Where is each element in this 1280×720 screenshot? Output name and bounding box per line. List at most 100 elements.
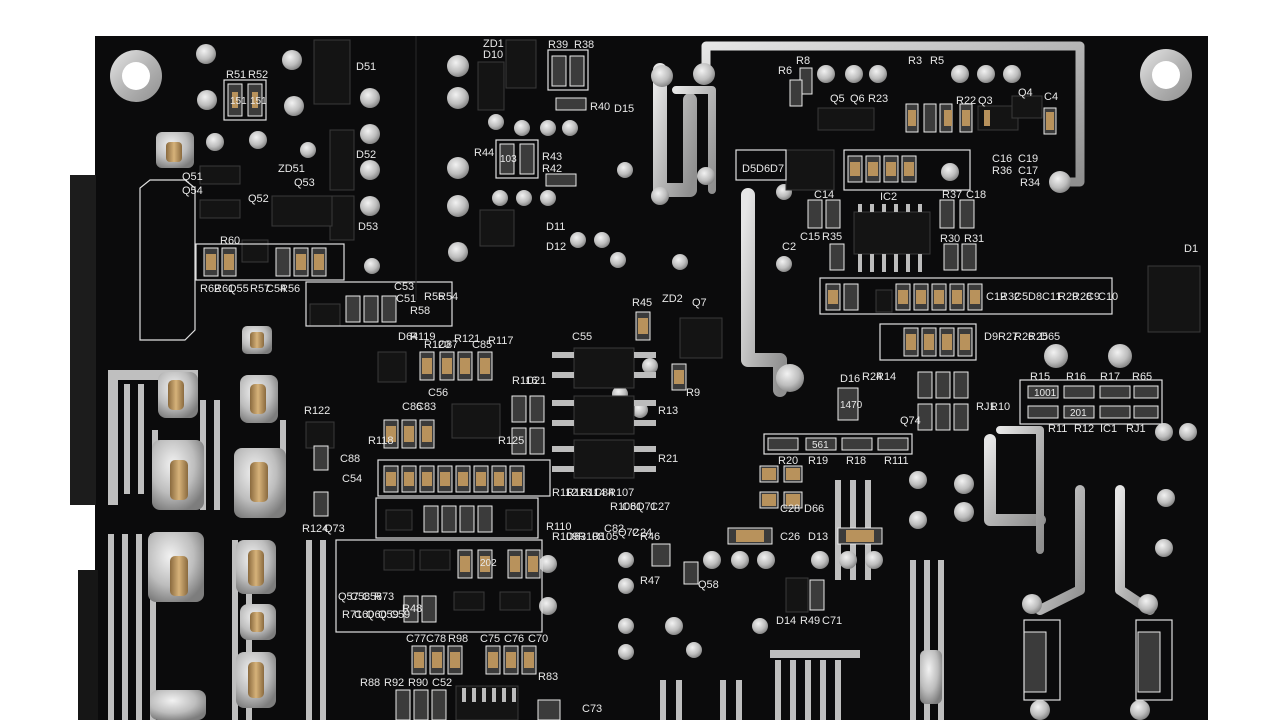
mounting-hole-left — [110, 50, 162, 102]
label-R122: R118 — [368, 435, 393, 447]
label-D9: D9 — [984, 331, 998, 343]
marking-r20: 561 — [812, 440, 829, 451]
label-R112: R113 — [566, 487, 591, 499]
label-R9: D16 — [840, 373, 860, 385]
label-R65: C86 — [402, 401, 422, 413]
label-R35: R35 — [822, 231, 842, 243]
marking-r9: 1470 — [840, 400, 863, 411]
label-C11: C11 — [1042, 291, 1061, 303]
label-R16: R17 — [1100, 371, 1120, 383]
label-D11: D11 — [546, 221, 565, 233]
marking-r52: 151 — [250, 96, 267, 107]
label-C14: C14 — [814, 189, 834, 201]
label-C54-right: R21 — [658, 453, 678, 465]
label-Q51: Q51 — [182, 171, 203, 183]
label-C52: R83 — [538, 671, 558, 683]
label-Q74: R122 — [304, 405, 330, 417]
label-R21: R20 — [778, 455, 798, 467]
label-R19: R18 — [846, 455, 866, 467]
silkscreen-labels: ZD1 D10 R39 R38 R51 R52 D51 R40 D15 R8 R… — [182, 38, 1198, 715]
label-Q54: Q54 — [182, 185, 203, 197]
label-C55: C55 — [572, 331, 592, 343]
label-Q59: C59 — [390, 609, 410, 621]
label-R13b: RJ1 — [1126, 423, 1146, 435]
label-R18: R111 — [884, 455, 909, 467]
label-R6: R6 — [778, 65, 792, 77]
label-D8: D8 — [1028, 291, 1042, 303]
label-R113: R114 — [580, 487, 605, 499]
label-C54: C54 — [266, 283, 286, 295]
label-RJ1: R10 — [990, 401, 1010, 413]
label-R121: C85 — [472, 339, 492, 351]
label-R120: C87 — [438, 339, 458, 351]
marking-r51: 151 — [230, 96, 247, 107]
label-C87: R121 — [454, 333, 480, 345]
label-R37: R37 — [942, 189, 962, 201]
label-R57: R57 — [250, 283, 270, 295]
label-R23: R23 — [868, 93, 888, 105]
label-ZD2: ZD2 — [662, 293, 683, 305]
label-ZD1: ZD1 — [483, 38, 504, 50]
label-R110: R109 — [552, 531, 578, 543]
label-Q60: Q59 — [378, 609, 399, 621]
label-R55: R55 — [424, 291, 444, 303]
label-C77: C78 — [426, 633, 446, 645]
label-C85: R117 — [488, 335, 513, 347]
label-Q73: R110 — [546, 521, 571, 533]
label-C86: C83 — [416, 401, 436, 413]
label-R124: Q73 — [324, 523, 345, 535]
label-C17: C17 — [1018, 165, 1038, 177]
label-R10: R11 — [1048, 423, 1067, 435]
label-C4: C4 — [1044, 91, 1058, 103]
label-R30: R30 — [940, 233, 960, 245]
marking-r14: 1001 — [1034, 388, 1057, 399]
label-C84: R107 — [608, 487, 634, 499]
marking-r44: 103 — [500, 154, 517, 165]
label-Q6: Q6 — [850, 93, 865, 105]
label-R25: D65 — [1040, 331, 1060, 343]
label-R90: C52 — [432, 677, 452, 689]
label-D1: D1 — [1184, 243, 1198, 255]
label-R20: R19 — [808, 455, 828, 467]
smd-components — [199, 39, 1201, 720]
board-left-edge — [70, 175, 96, 505]
part-markings: 151 151 103 202 1470 1001 561 201 — [230, 96, 1087, 569]
label-Q5: Q5 — [830, 93, 845, 105]
label-D51: D51 — [356, 61, 376, 73]
label-ZD51: ZD51 — [278, 163, 305, 175]
label-C5: C5 — [1014, 291, 1028, 303]
label-R24: R14 — [876, 371, 896, 383]
label-C28: D66 — [804, 503, 824, 515]
mounting-hole-right — [1140, 49, 1192, 101]
label-R28: R28 — [1072, 291, 1092, 303]
label-C60: Q60 — [366, 609, 387, 621]
label-Q58: Q57 — [338, 591, 359, 603]
label-R83: C73 — [582, 703, 602, 715]
label-C70: R88 — [360, 677, 380, 689]
label-IC1: Q74 — [900, 415, 921, 427]
label-C26: D13 — [808, 531, 828, 543]
label-C12: C12 — [986, 291, 1006, 303]
label-C9: C9 — [1086, 291, 1100, 303]
label-R36: R36 — [992, 165, 1012, 177]
label-C24: C26 — [780, 531, 800, 543]
label-R62: R62 — [200, 283, 220, 295]
label-R22: R22 — [956, 95, 976, 107]
label-R40: R40 — [590, 101, 610, 113]
label-R116: C21 — [526, 375, 546, 387]
solder-traces — [653, 41, 1155, 705]
label-R117: R116 — [512, 375, 537, 387]
label-C78: R98 — [448, 633, 468, 645]
label-R44: R44 — [474, 147, 494, 159]
label-R54: R54 — [438, 291, 458, 303]
label-R58: R58 — [410, 305, 430, 317]
label-C15: C15 — [800, 231, 820, 243]
label-C51: C51 — [396, 293, 416, 305]
label-R114: C84 — [594, 487, 614, 499]
label-D65: D64 — [398, 331, 418, 343]
label-Q3: Q3 — [978, 95, 993, 107]
label-R48: D14 — [776, 615, 796, 627]
label-C56-lower: R73 — [374, 591, 394, 603]
